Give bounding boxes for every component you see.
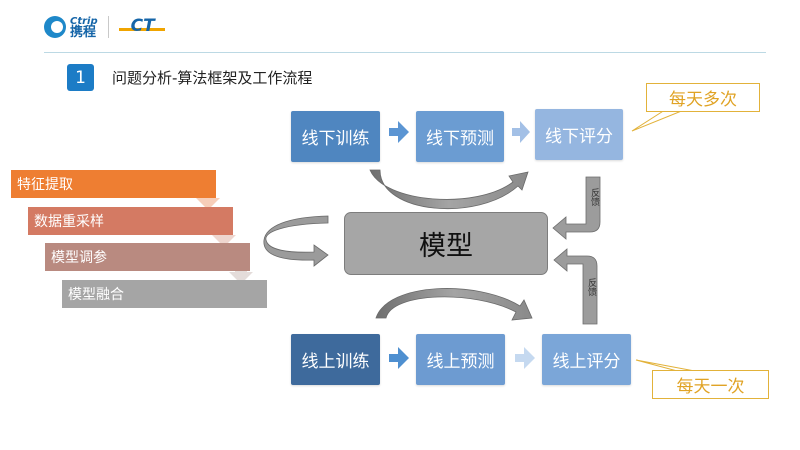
arrow-right-icon <box>515 347 535 369</box>
step-data-resampling: 数据重采样 <box>28 207 233 235</box>
ct-logo-text: CT <box>130 16 155 36</box>
arrow-right-icon <box>389 347 409 369</box>
logo-en: Ctrip <box>70 16 98 27</box>
feedback-label-bottom: 反馈 <box>586 278 596 296</box>
page-title: 问题分析-算法框架及工作流程 <box>112 69 313 87</box>
online-frequency-callout: 每天一次 <box>652 370 769 399</box>
curved-arrow-icon <box>375 288 533 321</box>
feedback-arrow-icon <box>553 248 598 325</box>
online-score-box: 线上评分 <box>542 334 631 385</box>
step-feature-extraction: 特征提取 <box>11 170 216 198</box>
step-model-tuning: 模型调参 <box>45 243 250 271</box>
logo-text: Ctrip 携程 <box>70 16 98 40</box>
feedback-label-top: 反馈 <box>589 188 599 206</box>
online-train-box: 线上训练 <box>291 334 380 385</box>
curved-arrow-icon <box>369 169 529 209</box>
arrow-right-icon <box>512 121 530 143</box>
header-divider <box>44 52 766 53</box>
model-box: 模型 <box>344 212 548 275</box>
offline-frequency-callout: 每天多次 <box>646 83 760 112</box>
step-model-fusion: 模型融合 <box>62 280 267 308</box>
offline-train-box: 线下训练 <box>291 111 380 162</box>
logo-divider <box>107 16 109 38</box>
ctrip-logo: Ctrip 携程 CT <box>44 14 165 40</box>
section-number-badge: 1 <box>67 64 94 91</box>
feedback-arrow-icon <box>552 176 601 240</box>
dolphin-icon <box>44 16 66 38</box>
ct-logo: CT <box>118 16 165 38</box>
online-predict-box: 线上预测 <box>416 334 505 385</box>
arrow-right-icon <box>389 121 409 143</box>
offline-score-box: 线下评分 <box>535 109 623 160</box>
logo-cn: 携程 <box>70 25 97 40</box>
curved-arrow-icon <box>263 215 329 267</box>
ct-logo-bar <box>118 28 165 31</box>
offline-predict-box: 线下预测 <box>416 111 504 162</box>
